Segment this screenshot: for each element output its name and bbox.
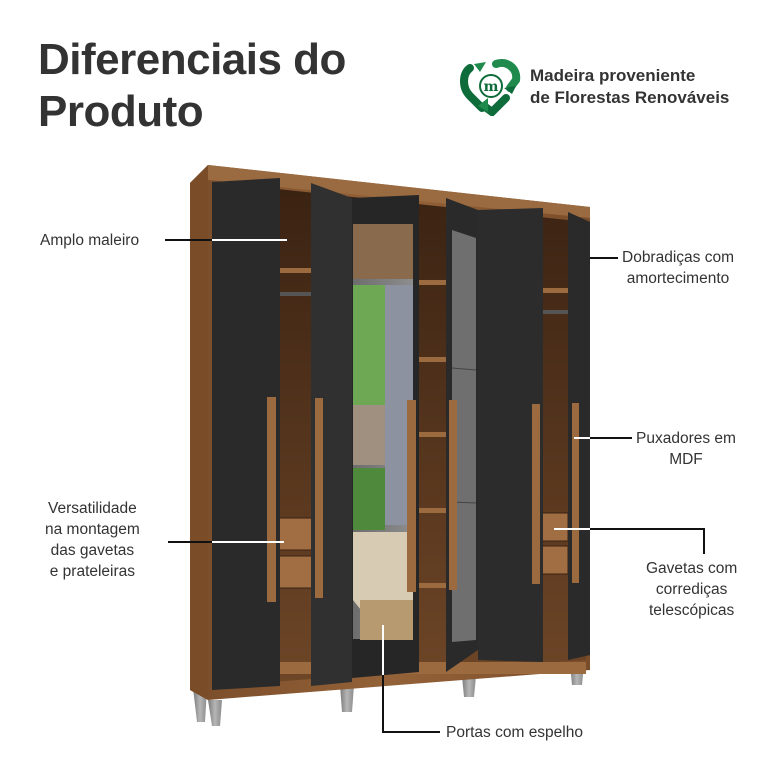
callout-portas-espelho: Portas com espelho <box>446 722 583 743</box>
title-line-2: Produto <box>38 87 204 136</box>
callout-line-gavetas <box>590 528 705 530</box>
callout-text: Dobradiças com <box>622 249 734 266</box>
callout-pointer-puxadores <box>574 437 590 439</box>
callout-text: e prateleiras <box>49 563 136 580</box>
badge-line-2: de Florestas Renováveis <box>530 88 730 107</box>
callout-amplo-maleiro: Amplo maleiro <box>40 230 139 251</box>
callout-dobradicas: Dobradiças com amortecimento <box>622 247 734 289</box>
callout-text: amortecimento <box>626 270 730 287</box>
callout-line-puxadores <box>590 437 632 439</box>
callout-pointer-amplo-maleiro <box>212 239 287 241</box>
title-line-1: Diferenciais do <box>38 35 346 84</box>
callout-versatilidade: Versatilidade na montagem das gavetas e … <box>45 498 140 582</box>
callout-pointer-versatilidade <box>212 541 284 543</box>
callout-line-amplo-maleiro <box>165 239 212 241</box>
page-title: Diferenciais do Produto <box>38 34 346 138</box>
sustainability-badge: m Madeira proveniente de Florestas Renov… <box>460 58 729 118</box>
callout-puxadores: Puxadores em MDF <box>636 428 736 470</box>
recycle-heart-icon: m <box>460 58 522 118</box>
callout-text: Versatilidade <box>48 500 137 517</box>
badge-text: Madeira proveniente de Florestas Renováv… <box>530 65 729 109</box>
callout-text: na montagem <box>45 521 140 538</box>
callout-text: corrediças <box>655 581 728 598</box>
callout-text: Gavetas com <box>646 560 738 577</box>
badge-line-1: Madeira proveniente <box>530 66 696 85</box>
callout-line-portas-espelho-vertical <box>382 675 384 733</box>
callout-gavetas: Gavetas com corrediças telescópicas <box>646 558 737 621</box>
callout-text: Amplo maleiro <box>40 232 140 249</box>
callout-pointer-gavetas <box>554 528 590 530</box>
callout-text: Portas com espelho <box>446 724 583 741</box>
callout-text: Puxadores em <box>636 430 736 447</box>
callout-line-gavetas-vertical <box>703 528 705 554</box>
callout-line-portas-espelho <box>382 731 440 733</box>
svg-text:m: m <box>484 79 499 95</box>
callout-text: das gavetas <box>50 542 135 559</box>
callout-line-dobradicas <box>590 257 618 259</box>
callout-line-versatilidade <box>168 541 212 543</box>
callout-text: MDF <box>669 451 703 468</box>
callout-pointer-portas-espelho <box>382 625 384 675</box>
callout-text: telescópicas <box>649 602 735 619</box>
